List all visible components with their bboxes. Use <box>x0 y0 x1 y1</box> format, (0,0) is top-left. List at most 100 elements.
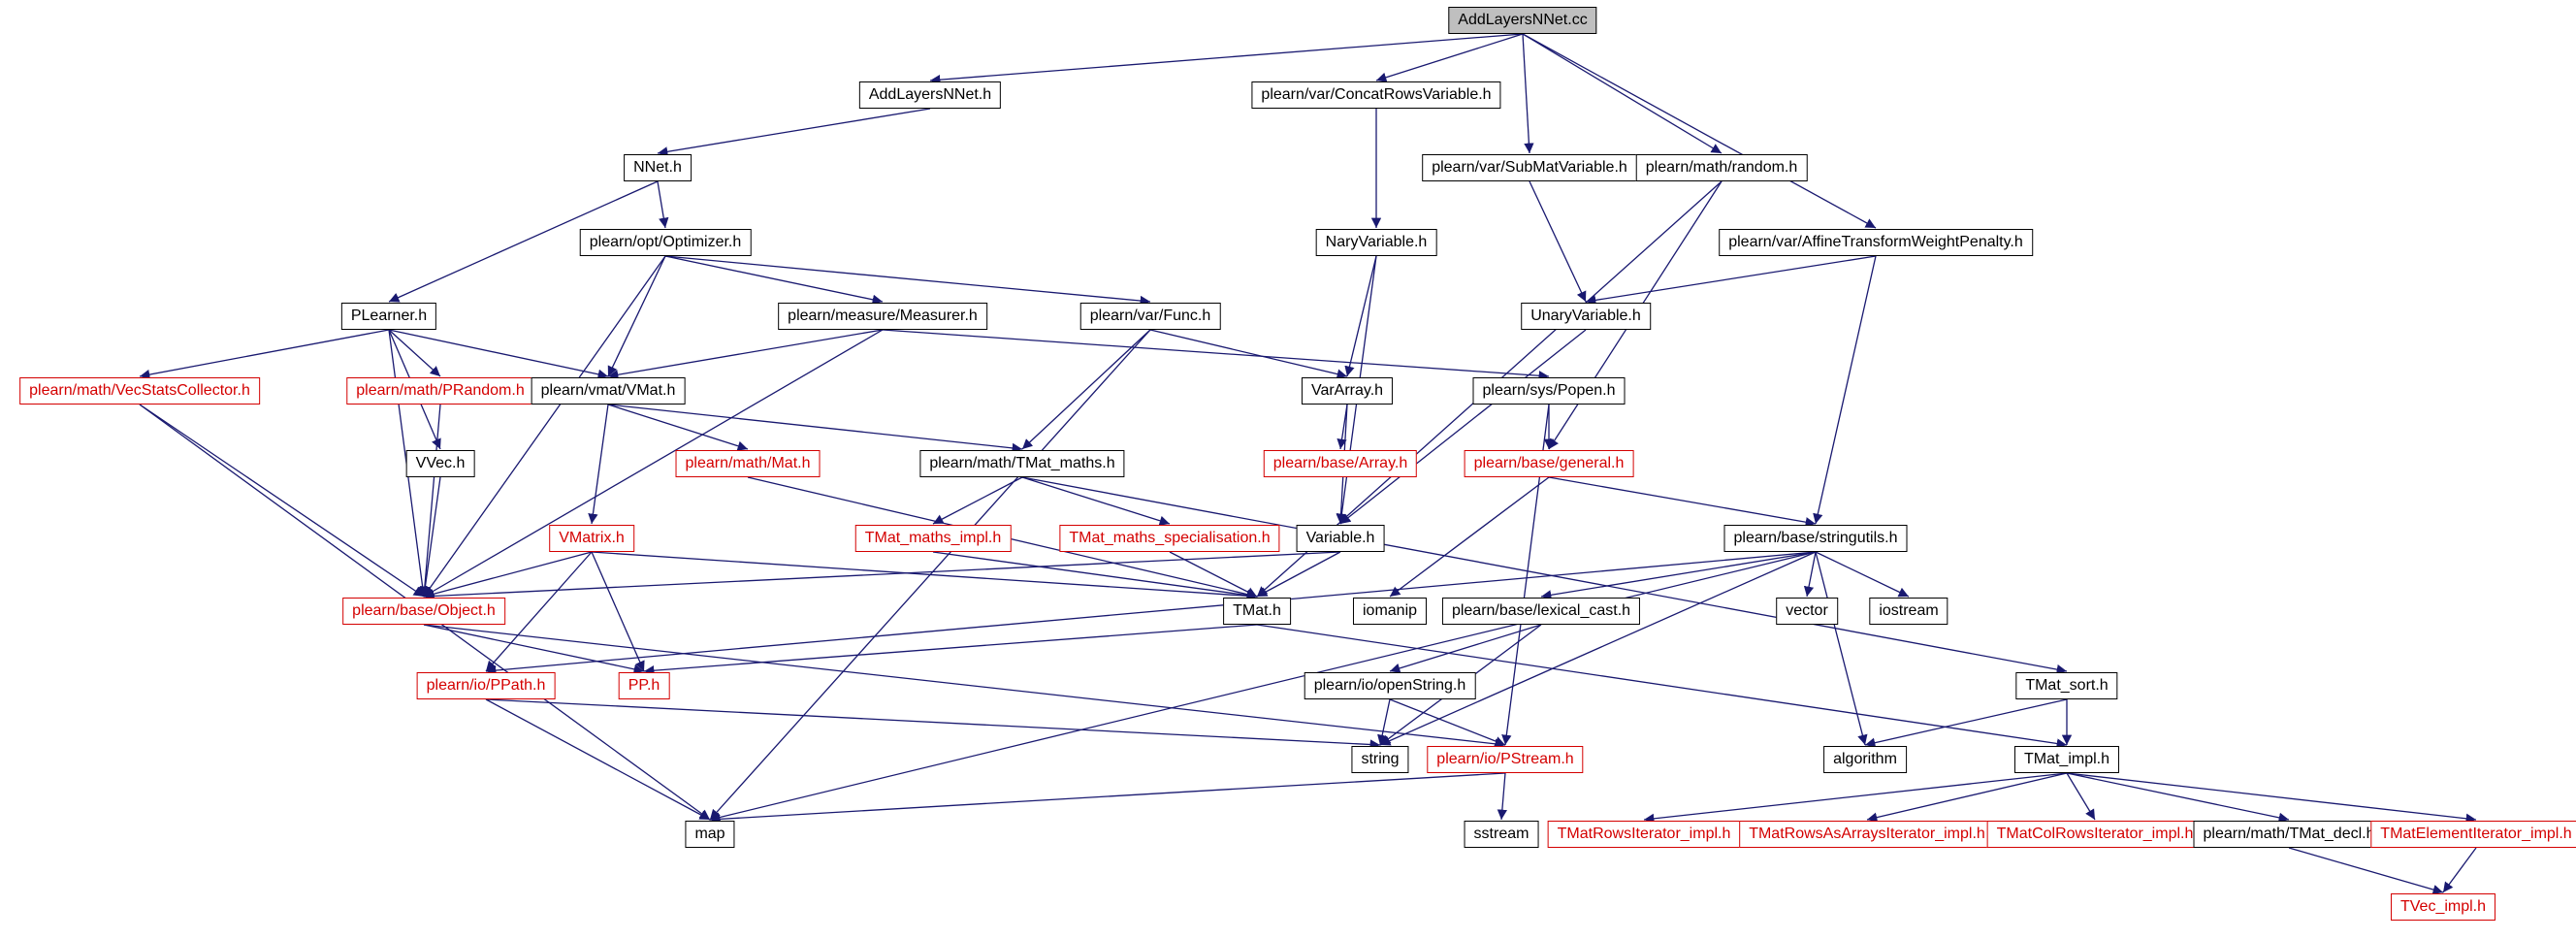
edge-tmat_impl_h-to-tmatrowsasarr_h <box>1866 772 2068 823</box>
edge-pstream_h-to-map <box>709 772 1506 825</box>
edge-optimizer_h-to-object_h <box>423 255 666 598</box>
edge-affine_h-to-unaryvariable_h <box>1585 255 1877 306</box>
edge-cc-to-submat_h <box>1522 33 1534 154</box>
graph-node-naryvariable_h[interactable]: NaryVariable.h <box>1315 229 1437 256</box>
edge-tmat_maths_h-to-tmat_maths_spec_h <box>1021 476 1171 526</box>
graph-node-vararray_h[interactable]: VarArray.h <box>1301 377 1394 405</box>
edge-vvec_h-to-object_h <box>420 476 441 598</box>
graph-node-unaryvariable_h[interactable]: UnaryVariable.h <box>1521 303 1651 330</box>
edge-cc-to-random_h <box>1522 33 1723 154</box>
edge-stringutils_h-to-ppath_h <box>485 551 1817 676</box>
graph-node-sstream[interactable]: sstream <box>1464 821 1539 848</box>
graph-node-vmatrix_h[interactable]: VMatrix.h <box>549 525 634 552</box>
graph-node-mat_h[interactable]: plearn/math/Mat.h <box>675 450 821 477</box>
graph-node-tmat_maths_h[interactable]: plearn/math/TMat_maths.h <box>919 450 1125 477</box>
edge-stringutils_h-to-vector <box>1803 551 1817 598</box>
graph-node-algorithm[interactable]: algorithm <box>1823 746 1907 773</box>
graph-node-plearner_h[interactable]: PLearner.h <box>340 303 437 330</box>
graph-node-tmatrowsasarr_h[interactable]: TMatRowsAsArraysIterator_impl.h <box>1739 821 1995 848</box>
edge-openstring_h-to-string <box>1377 698 1391 746</box>
graph-node-tmatcolrows_h[interactable]: TMatColRowsIterator_impl.h <box>1986 821 2204 848</box>
edge-optimizer_h-to-measurer_h <box>664 255 884 305</box>
edge-func_h-to-vararray_h <box>1149 329 1348 379</box>
edge-vmat_h-to-tmat_maths_h <box>607 404 1023 454</box>
graph-node-openstring_h[interactable]: plearn/io/openString.h <box>1304 672 1476 699</box>
graph-node-string[interactable]: string <box>1351 746 1409 773</box>
graph-node-submat_h[interactable]: plearn/var/SubMatVariable.h <box>1422 154 1637 181</box>
graph-node-vector[interactable]: vector <box>1776 598 1838 625</box>
graph-node-vecstats_h[interactable]: plearn/math/VecStatsCollector.h <box>19 377 260 405</box>
graph-node-tmat_sort_h[interactable]: TMat_sort.h <box>2015 672 2118 699</box>
graph-node-tmatelement_h[interactable]: TMatElementIterator_impl.h <box>2370 821 2576 848</box>
graph-node-tmat_h[interactable]: TMat.h <box>1223 598 1291 625</box>
graph-node-func_h[interactable]: plearn/var/Func.h <box>1079 303 1221 330</box>
graph-node-pp_h[interactable]: PP.h <box>618 672 670 699</box>
graph-node-ppath_h[interactable]: plearn/io/PPath.h <box>416 672 556 699</box>
edge-cc-to-concatrows_h <box>1375 33 1524 82</box>
edge-tmat_decl_h-to-tvec_impl_h <box>2288 847 2444 895</box>
edge-tmat_impl_h-to-tmatrowsiter_h <box>1643 772 2068 825</box>
edge-nnet_h-to-plearner_h <box>388 180 659 303</box>
edge-pstream_h-to-sstream <box>1497 772 1508 821</box>
edge-tmat_maths_impl_h-to-tmat_h <box>932 551 1258 600</box>
edge-stringutils_h-to-string <box>1379 551 1817 746</box>
edge-tmat_impl_h-to-tmat_decl_h <box>2066 772 2290 823</box>
graph-node-tmat_decl_h[interactable]: plearn/math/TMat_decl.h <box>2193 821 2385 848</box>
edge-vmatrix_h-to-object_h <box>423 551 593 599</box>
edge-measurer_h-to-vmat_h <box>607 329 884 380</box>
edge-general_h-to-stringutils_h <box>1548 476 1817 528</box>
graph-node-optimizer_h[interactable]: plearn/opt/Optimizer.h <box>579 229 752 256</box>
graph-node-pstream_h[interactable]: plearn/io/PStream.h <box>1427 746 1584 773</box>
edge-tmat_maths_h-to-tmat_sort_h <box>1021 476 2068 675</box>
edge-stringutils_h-to-iostream <box>1815 551 1910 598</box>
edge-openstring_h-to-pstream_h <box>1389 698 1506 747</box>
edge-variable_h-to-tmat_h <box>1256 551 1341 598</box>
edge-general_h-to-iomanip <box>1389 476 1550 598</box>
edge-object_h-to-pstream_h <box>423 624 1506 750</box>
graph-node-nnet_h[interactable]: NNet.h <box>624 154 692 181</box>
graph-node-object_h[interactable]: plearn/base/Object.h <box>342 598 505 625</box>
edge-tmatelement_h-to-tvec_impl_h <box>2442 847 2477 893</box>
graph-node-affine_h[interactable]: plearn/var/AffineTransformWeightPenalty.… <box>1719 229 2033 256</box>
edge-ppath_h-to-string <box>485 698 1381 750</box>
edge-vmatrix_h-to-pp_h <box>591 551 645 672</box>
edge-measurer_h-to-popen_h <box>882 329 1550 381</box>
graph-node-tmatrowsiter_h[interactable]: TMatRowsIterator_impl.h <box>1547 821 1741 848</box>
graph-node-random_h[interactable]: plearn/math/random.h <box>1635 154 1808 181</box>
edge-variable_h-to-object_h <box>423 551 1341 601</box>
graph-node-addlayersnnet_h[interactable]: AddLayersNNet.h <box>858 81 1002 109</box>
graph-node-vvec_h[interactable]: VVec.h <box>405 450 475 477</box>
graph-node-cc[interactable]: AddLayersNNet.cc <box>1448 7 1597 34</box>
graph-node-measurer_h[interactable]: plearn/measure/Measurer.h <box>778 303 987 330</box>
graph-node-tmat_maths_spec_h[interactable]: TMat_maths_specialisation.h <box>1059 525 1280 552</box>
graph-node-tvec_impl_h[interactable]: TVec_impl.h <box>2390 893 2496 921</box>
graph-node-map[interactable]: map <box>685 821 735 848</box>
edge-object_h-to-pp_h <box>423 624 645 674</box>
edge-plearner_h-to-prandom_h <box>388 329 441 377</box>
edge-measurer_h-to-object_h <box>423 329 884 598</box>
edge-stringutils_h-to-map <box>709 551 1817 823</box>
edge-tmat_impl_h-to-tmatelement_h <box>2066 772 2477 824</box>
graph-node-vmat_h[interactable]: plearn/vmat/VMat.h <box>531 377 686 405</box>
graph-node-concatrows_h[interactable]: plearn/var/ConcatRowsVariable.h <box>1251 81 1501 109</box>
edge-plearner_h-to-vecstats_h <box>139 329 390 380</box>
graph-node-stringutils_h[interactable]: plearn/base/stringutils.h <box>1723 525 1908 552</box>
edge-vararray_h-to-array_h <box>1336 404 1348 450</box>
graph-node-general_h[interactable]: plearn/base/general.h <box>1464 450 1634 477</box>
graph-node-prandom_h[interactable]: plearn/math/PRandom.h <box>346 377 534 405</box>
edge-nnet_h-to-optimizer_h <box>657 180 669 229</box>
edge-optimizer_h-to-func_h <box>664 255 1151 307</box>
edge-tmat_h-to-tmat_impl_h <box>1256 624 2068 749</box>
graph-node-iostream[interactable]: iostream <box>1869 598 1948 625</box>
edge-addlayersnnet_h-to-nnet_h <box>657 108 931 157</box>
graph-node-tmat_maths_impl_h[interactable]: TMat_maths_impl.h <box>854 525 1012 552</box>
graph-node-popen_h[interactable]: plearn/sys/Popen.h <box>1472 377 1626 405</box>
graph-node-variable_h[interactable]: Variable.h <box>1296 525 1385 552</box>
edge-ppath_h-to-map <box>485 698 711 821</box>
edge-optimizer_h-to-vmat_h <box>607 255 666 377</box>
graph-node-tmat_impl_h[interactable]: TMat_impl.h <box>2013 746 2120 773</box>
graph-node-array_h[interactable]: plearn/base/Array.h <box>1263 450 1418 477</box>
graph-node-lexical_cast_h[interactable]: plearn/base/lexical_cast.h <box>1441 598 1641 625</box>
graph-node-iomanip[interactable]: iomanip <box>1352 598 1428 625</box>
